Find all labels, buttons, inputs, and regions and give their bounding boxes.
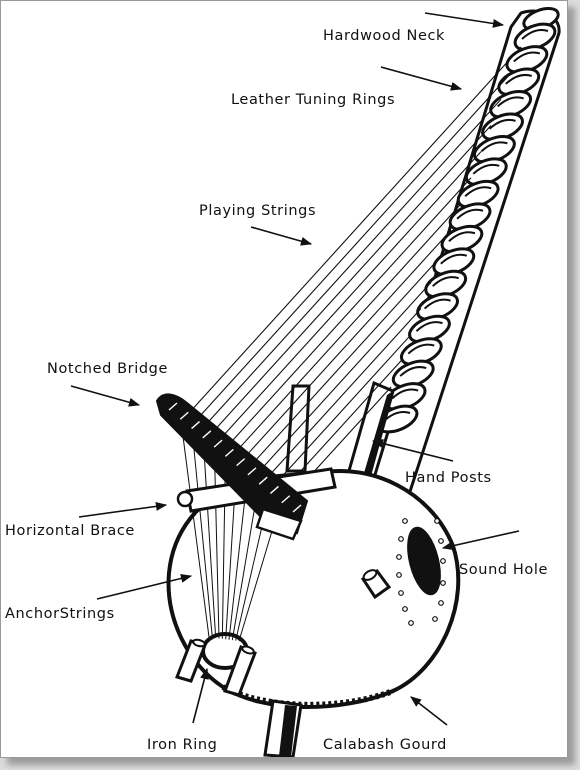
arrow-hand-posts: [371, 439, 454, 462]
arrow-sound-hole: [441, 530, 520, 551]
playing-string: [211, 125, 492, 434]
callout-arrows: [70, 12, 520, 726]
anchor-string: [202, 438, 217, 638]
label-horizontal-brace: Horizontal Brace: [5, 523, 135, 539]
label-notched-bridge: Notched Bridge: [47, 361, 168, 377]
bridge-notches: [168, 402, 302, 513]
label-sound-hole: Sound Hole: [459, 562, 548, 578]
arrow-playing-strings: [250, 226, 313, 246]
playing-string: [280, 360, 402, 493]
arrow-anchor-strings: [96, 574, 193, 600]
playing-string: [188, 46, 522, 414]
playing-string: [219, 151, 482, 440]
playing-string: [242, 229, 452, 460]
label-calabash-gourd: Calabash Gourd: [323, 737, 447, 753]
arrow-horizontal-brace: [78, 501, 168, 518]
arrow-hardwood-neck: [424, 12, 505, 28]
iron-ring: [175, 632, 257, 697]
kora-illustration: [70, 7, 561, 757]
arrow-leather-tuning-rings: [380, 66, 463, 91]
arrow-calabash-gourd: [410, 696, 448, 726]
playing-string: [196, 72, 512, 420]
anchor-string: [191, 429, 213, 638]
playing-string: [234, 203, 462, 454]
playing-string: [265, 308, 422, 480]
playing-string: [203, 98, 502, 427]
bottom-post: [263, 699, 303, 757]
label-iron-ring: Iron Ring: [147, 737, 218, 753]
playing-string: [257, 282, 432, 473]
label-anchor-strings: AnchorStrings: [5, 606, 115, 622]
gourd-decorative-studs: [396, 518, 446, 626]
playing-string: [273, 334, 412, 487]
sound-hole: [407, 526, 441, 596]
label-leather-tuning-rings: Leather Tuning Rings: [231, 92, 396, 108]
arrow-iron-ring: [192, 667, 209, 724]
playing-string: [250, 255, 442, 467]
label-hand-posts: Hand Posts: [405, 470, 492, 486]
diagram-frame: Hardwood Neck Leather Tuning Rings Playi…: [0, 0, 568, 758]
label-playing-strings: Playing Strings: [199, 203, 317, 219]
playing-string: [227, 177, 472, 447]
gourd-peg: [360, 569, 392, 600]
leather-tuning-rings: [375, 22, 557, 434]
arrow-notched-bridge: [70, 385, 141, 407]
notched-bridge: [155, 393, 309, 541]
anchor-string: [213, 447, 220, 639]
anchor-string: [180, 420, 210, 638]
label-hardwood-neck: Hardwood Neck: [323, 28, 446, 44]
